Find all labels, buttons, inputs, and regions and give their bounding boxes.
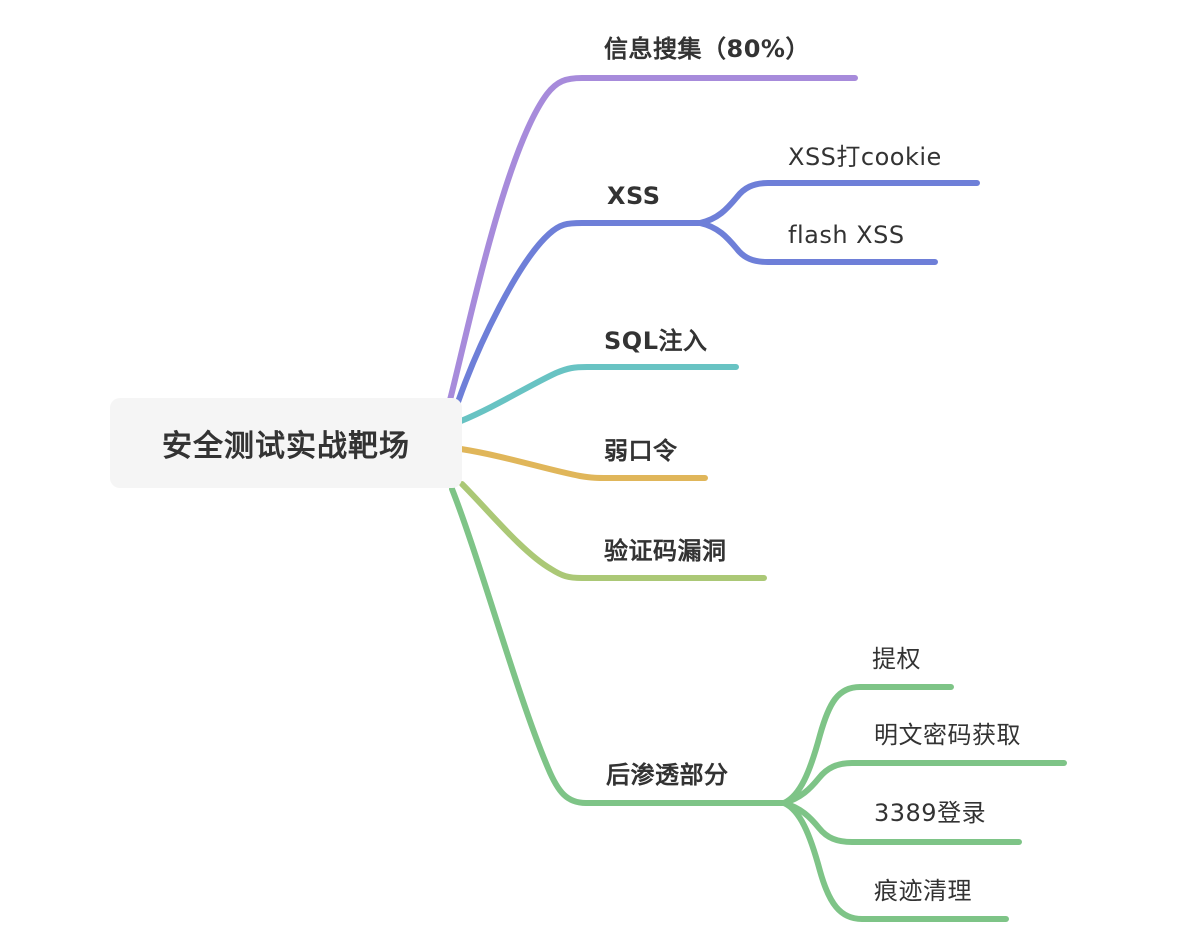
- branch-line-trace-cleanup: [781, 800, 1009, 922]
- node-3389-login[interactable]: 3389登录: [874, 799, 987, 827]
- branch-line-xss: [455, 220, 703, 405]
- node-sql-injection[interactable]: SQL注入: [604, 327, 708, 355]
- root-node[interactable]: 安全测试实战靶场: [110, 398, 462, 488]
- branch-line-weak-password: [458, 446, 708, 481]
- node-trace-cleanup[interactable]: 痕迹清理: [874, 877, 972, 905]
- branch-line-flash-xss: [697, 220, 938, 265]
- node-post-exploitation[interactable]: 后渗透部分: [606, 761, 729, 789]
- node-weak-password[interactable]: 弱口令: [604, 437, 678, 465]
- branch-line-3389-login: [781, 800, 1022, 845]
- branch-line-post-exploitation: [449, 486, 787, 806]
- node-privilege-escalation[interactable]: 提权: [872, 645, 921, 673]
- node-flash-xss[interactable]: flash XSS: [788, 221, 905, 249]
- node-plaintext-password[interactable]: 明文密码获取: [874, 721, 1021, 749]
- branch-line-captcha-vuln: [459, 481, 767, 581]
- node-info-gathering[interactable]: 信息搜集（80%）: [604, 35, 810, 63]
- branch-line-privilege-escalation: [781, 684, 954, 806]
- node-captcha-vuln[interactable]: 验证码漏洞: [604, 537, 727, 565]
- branch-line-sql-injection: [458, 364, 739, 424]
- branch-line-plaintext-password: [781, 760, 1067, 806]
- branch-line-info-gathering: [447, 75, 858, 403]
- node-xss-cookie[interactable]: XSS打cookie: [788, 143, 942, 171]
- node-xss[interactable]: XSS: [607, 182, 661, 210]
- branch-line-xss-cookie: [697, 180, 980, 226]
